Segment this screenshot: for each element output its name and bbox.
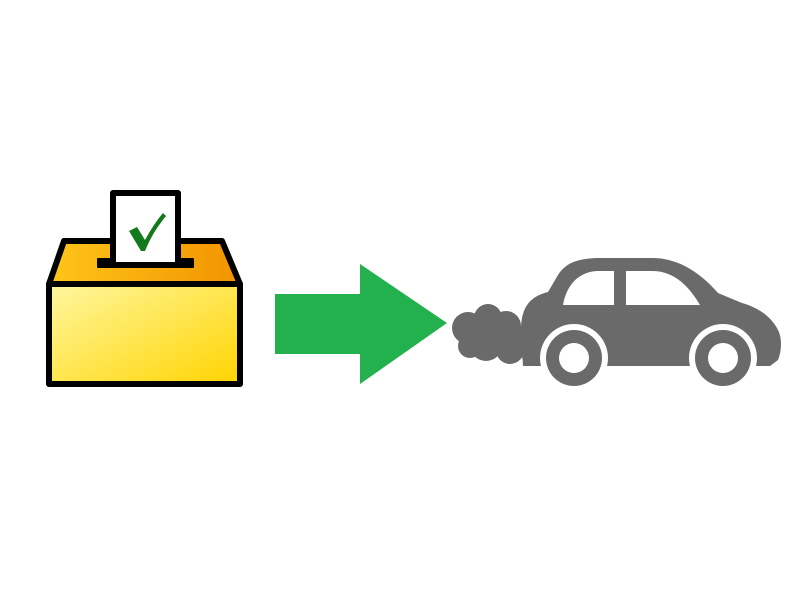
arrow-shape bbox=[275, 264, 447, 384]
ballot-box-front bbox=[46, 281, 243, 387]
car-front-wheel-icon bbox=[695, 330, 751, 386]
checkmark-icon bbox=[129, 213, 166, 251]
car-rear-wheel-icon bbox=[546, 330, 602, 386]
car-rear-window bbox=[563, 271, 614, 305]
car-front-window bbox=[626, 271, 700, 305]
ballot-paper bbox=[110, 190, 181, 268]
car-exhaust-icon bbox=[452, 258, 781, 392]
arrow-right-icon bbox=[275, 264, 447, 384]
ballot-box-icon bbox=[46, 190, 243, 387]
